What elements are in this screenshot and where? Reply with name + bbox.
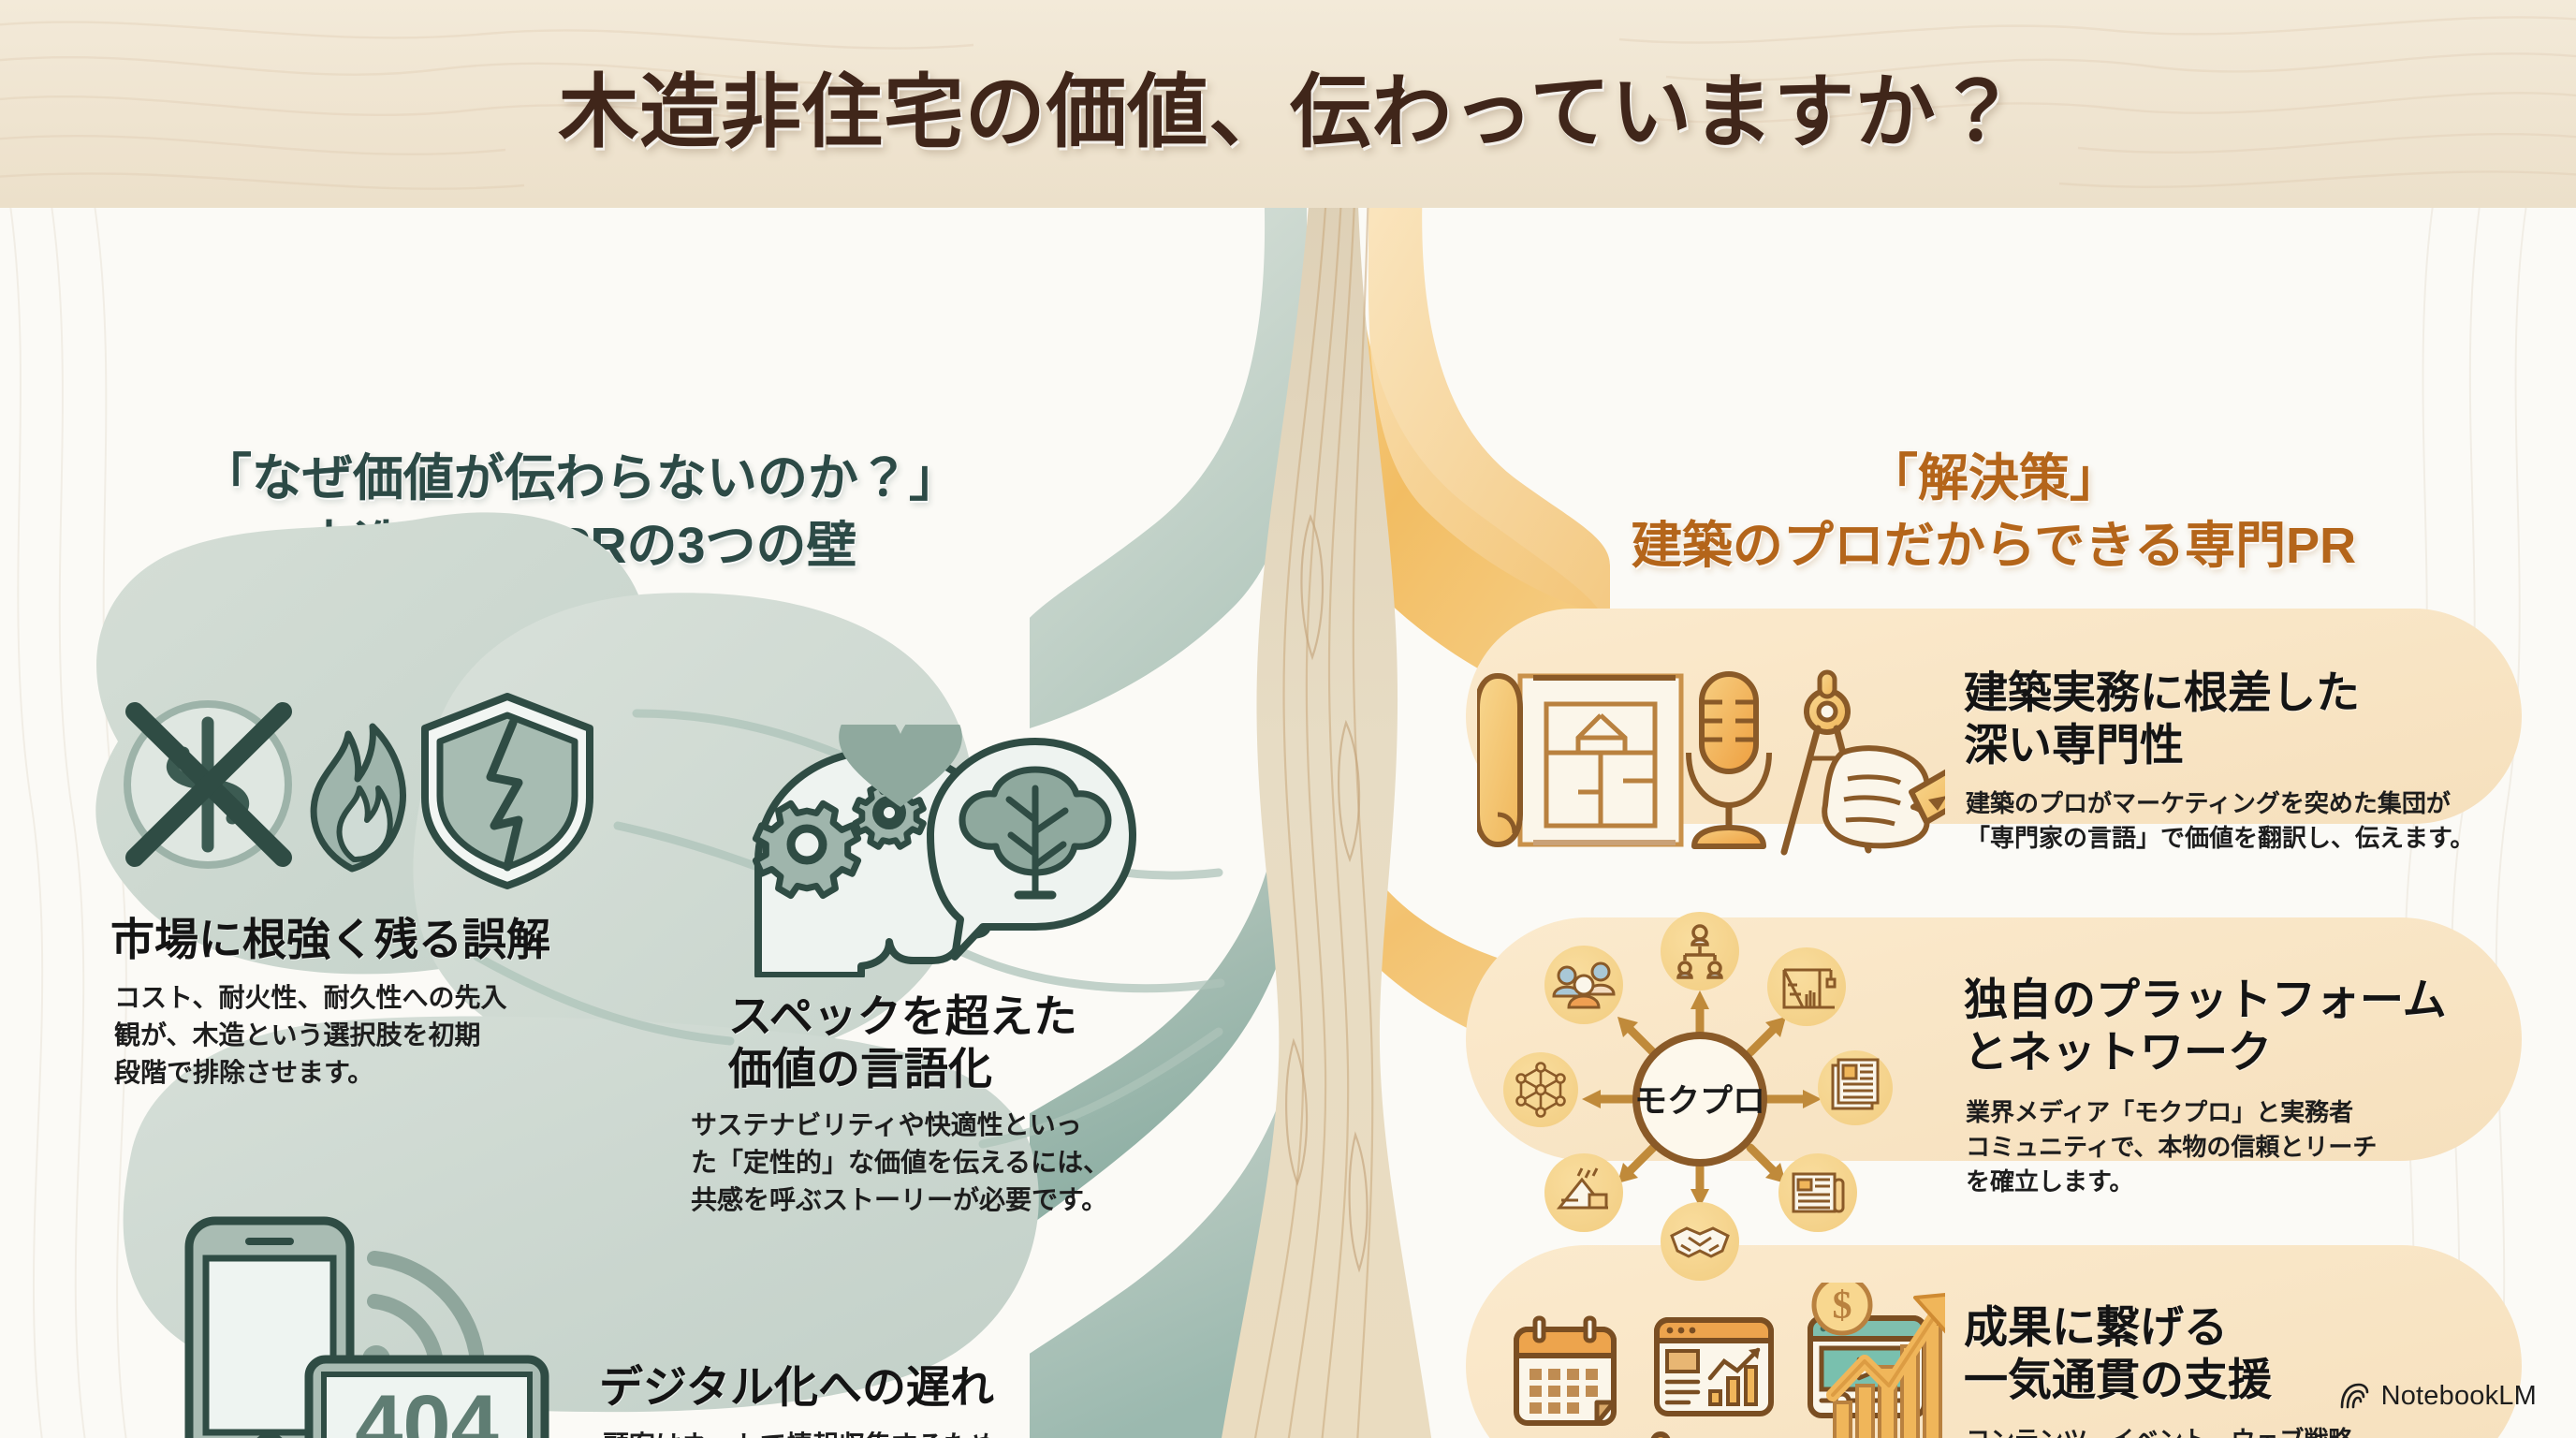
card-digital-delay-title: デジタル化への遅れ bbox=[599, 1362, 995, 1412]
card-results-body: コンテンツ、イベント、ウェブ戦略 を統合し、広報活動を具体的な ビジネス成果に結… bbox=[1966, 1423, 2490, 1438]
card-results-title-line1: 成果に繋げる bbox=[1964, 1302, 2228, 1352]
card-verbalization-icons bbox=[749, 707, 1142, 982]
infographic-body: 「なぜ価値が伝わらないのか？」 木造非住宅PRの3つの壁 「解決策」 建築のプロ… bbox=[0, 208, 2576, 1438]
card-platform-body: 業界メディア「モクプロ」と実務者 コミュニティで、本物の信頼とリーチ を確立しま… bbox=[1966, 1098, 2378, 1196]
card-digital-delay-body: 顧客はネットで情報収集するため、 デジタルでの発信がなければ 「存在しない企業」… bbox=[603, 1427, 1071, 1438]
card-expertise-body: 建築のプロがマーケティングを突めた集団が 「専門家の言語」で価値を翻訳し、伝えま… bbox=[1966, 789, 2475, 852]
card-platform-title-line1: 独自のプラットフォーム bbox=[1964, 975, 2447, 1024]
card-platform-title-line2: とネットワーク bbox=[1964, 1027, 2272, 1078]
right-heading-line1: 「解決策」 bbox=[1867, 450, 2120, 506]
card-results-icons: $ bbox=[1477, 1274, 1956, 1438]
monitor-error-code: 404 bbox=[355, 1378, 499, 1438]
notebooklm-logo-icon bbox=[2338, 1380, 2370, 1412]
card-platform-title: 独自のプラットフォーム とネットワーク bbox=[1964, 974, 2447, 1079]
card-verbalization-body: サステナビリティや快適性といっ た「定性的」な価値を伝えるには、 共感を呼ぶスト… bbox=[691, 1110, 1110, 1214]
card-expertise-title-line2: 深い専門性 bbox=[1964, 720, 2184, 770]
right-heading-line2: 建築のプロだからできる専門PR bbox=[1631, 517, 2357, 574]
card-expertise-title-line1: 建築実務に根差した bbox=[1964, 668, 2360, 717]
left-heading-line1: 「なぜ価値が伝わらないのか？」 bbox=[201, 450, 959, 506]
page-title: 木造非住宅の価値、伝わっていますか？ bbox=[558, 66, 2018, 157]
header-band: 木造非住宅の価値、伝わっていますか？ bbox=[0, 0, 2576, 208]
svg-text:$: $ bbox=[1833, 1284, 1852, 1328]
right-column-heading: 「解決策」 建築のプロだからできる専門PR bbox=[1516, 449, 2471, 576]
card-misconception-title: 市場に根強く残る誤解 bbox=[110, 915, 550, 964]
card-verbalization-title-line2: 価値の言語化 bbox=[728, 1044, 992, 1094]
card-results-title-line2: 一気通貫の支援 bbox=[1964, 1355, 2272, 1405]
notebooklm-footer: NotebookLM bbox=[2338, 1380, 2537, 1412]
notebooklm-brand-label: NotebookLM bbox=[2380, 1380, 2537, 1411]
card-results-title: 成果に繋げる 一気通貫の支援 bbox=[1964, 1301, 2272, 1407]
card-misconception-body: コスト、耐火性、耐久性への先入 観が、木造という選択肢を初期 段階で排除させます… bbox=[114, 983, 507, 1087]
card-verbalization-title: スペックを超えた 価値の言語化 bbox=[728, 990, 1077, 1096]
card-platform-icons: モクプロ bbox=[1477, 912, 1945, 1291]
card-verbalization-title-line1: スペックを超えた bbox=[728, 991, 1077, 1041]
card-digital-delay-icons: 404 bbox=[140, 1200, 552, 1438]
tree-trunk-divider bbox=[940, 208, 1610, 1438]
header-wood-grain bbox=[0, 0, 2576, 208]
card-expertise-icons bbox=[1474, 650, 1965, 870]
card-expertise-title: 建築実務に根差した 深い専門性 bbox=[1964, 667, 2360, 772]
platform-hub-label: モクプロ bbox=[1634, 1083, 1765, 1120]
card-misconception-icons bbox=[103, 674, 599, 903]
